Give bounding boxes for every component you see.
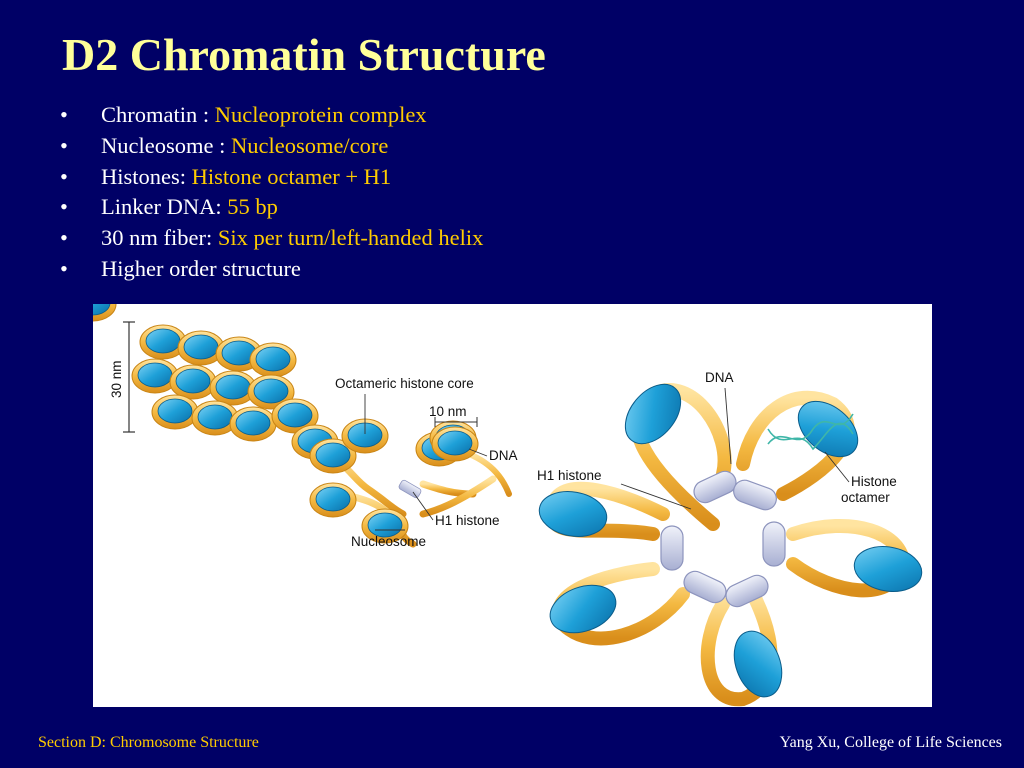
label-dna-right: DNA [705,370,734,385]
label-h1-right: H1 histone [537,468,602,483]
label-h1-left: H1 histone [435,513,500,528]
h1-ring [660,470,786,608]
bullet-value: Nucleosome/core [230,132,389,158]
bullet-label: Nucleosome : [101,132,231,158]
bullet-item-30nm-fiber: • 30 nm fiber: Six per turn/left-handed h… [60,223,483,254]
bullet-label: Histones: [101,163,192,189]
label-10nm: 10 nm [429,404,467,419]
histone-octamers [538,383,923,698]
bullet-value: Nucleoprotein complex [214,102,427,127]
bullet-list: • Chromatin : Nucleoprotein complex • Nucl… [60,100,483,285]
bullet-label: Chromatin : [101,102,215,127]
bullet-dot: • [60,132,68,158]
slide-title: D2 Chromatin Structure [62,29,546,80]
bullet-dot: • [60,255,68,281]
footer-section: Section D: Chromosome Structure [38,734,259,751]
bullet-dot: • [60,163,68,189]
label-dna-left: DNA [489,448,518,463]
label-octameric-core: Octameric histone core [335,376,474,391]
bullet-label: 30 nm fiber: [101,225,218,251]
bullet-item-linker-dna: • Linker DNA: 55 bp [60,192,483,223]
bullet-label: Linker DNA: [101,194,228,220]
label-30nm: 30 nm [109,360,124,398]
label-histone-octamer-line1: Histone [851,474,897,489]
nucleosome-icon [93,304,117,322]
solenoid-top-view [538,383,923,707]
bullet-item-higher-order: • Higher order structure [60,254,483,285]
bullet-value: Histone octamer + H1 [191,163,392,189]
single-nucleosome [431,417,512,497]
bullet-dot: • [60,225,68,251]
chromatin-figure: 30 nm [93,304,932,707]
bullet-item-nucleosome: • Nucleosome : Nucleosome/core [60,131,483,162]
label-histone-octamer-line2: octamer [841,490,890,505]
fiber-30nm [93,304,339,460]
bullet-value: 55 bp [227,194,278,220]
label-nucleosome: Nucleosome [351,534,426,549]
beads-on-string [309,418,497,548]
bullet-item-histones: • Histones: Histone octamer + H1 [60,162,483,193]
bullet-dot: • [60,194,68,220]
bullet-item-chromatin: • Chromatin : Nucleoprotein complex [60,100,483,131]
chromatin-diagram: 30 nm [93,304,923,707]
bullet-dot: • [60,102,68,127]
bullet-label: Higher order structure [101,255,301,281]
bullet-value: Six per turn/left-handed helix [217,225,484,251]
footer-author: Yang Xu, College of Life Sciences [779,734,1002,751]
scale-bar-30nm: 30 nm [109,321,135,433]
